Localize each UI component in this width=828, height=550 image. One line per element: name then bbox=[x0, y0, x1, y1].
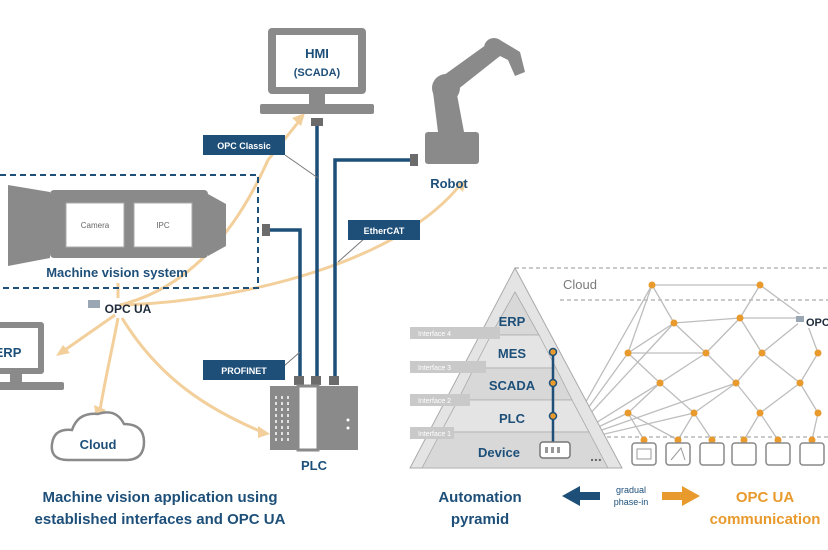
plc-device-icon: PLC bbox=[270, 384, 358, 473]
connection-opcua-erp bbox=[61, 313, 116, 354]
arrowheads bbox=[56, 113, 466, 438]
vision-dashed-box bbox=[0, 174, 259, 289]
device-box-camera bbox=[631, 442, 657, 466]
cloud-band: Cloud bbox=[515, 267, 828, 301]
connection-opcua-cloud bbox=[98, 317, 120, 411]
phase-in-arrows bbox=[562, 486, 700, 506]
hmi-screen bbox=[276, 35, 358, 87]
hmi-keyboard bbox=[260, 104, 374, 114]
tag-leaders bbox=[283, 154, 366, 367]
hmi-sublabel: (SCADA) bbox=[294, 67, 341, 79]
interface-4-label: Interface 4 bbox=[418, 331, 451, 338]
hmi-monitor: HMI (SCADA) bbox=[260, 28, 374, 114]
plc-device-label: PLC bbox=[301, 458, 328, 473]
plc-port-1 bbox=[294, 376, 304, 385]
robot-gripper bbox=[496, 40, 525, 76]
device-module-icon bbox=[539, 441, 571, 459]
left-caption-line1: Machine vision application using bbox=[42, 489, 277, 506]
pyramid-level-device: Device bbox=[478, 445, 520, 460]
erp-left-label: ERP bbox=[0, 345, 22, 360]
interface-2-label: Interface 2 bbox=[418, 398, 451, 405]
cloud-left-icon: Cloud bbox=[50, 411, 146, 462]
arrow-robot bbox=[455, 180, 466, 192]
arrow-right-orange bbox=[662, 486, 700, 506]
opcua-caption-line2: communication bbox=[710, 511, 821, 528]
phase-caption-line1: gradual bbox=[616, 485, 646, 495]
arrow-left-navy bbox=[562, 486, 600, 506]
svg-text:OPC: OPC bbox=[806, 317, 828, 329]
leader-profinet bbox=[283, 351, 301, 367]
device-box-3 bbox=[699, 442, 725, 466]
plc-port-3 bbox=[329, 376, 339, 385]
opcua-caption-line1: OPC UA bbox=[736, 489, 795, 506]
device-box-6 bbox=[799, 442, 825, 466]
pyramid-tier-device bbox=[421, 431, 609, 469]
arrow-plc bbox=[258, 426, 270, 438]
line-vision-plc bbox=[270, 228, 302, 382]
device-box-4 bbox=[731, 442, 757, 466]
tag-ethercat: EtherCAT bbox=[348, 220, 420, 240]
machine-vision-system: Camera IPC Machine vision system bbox=[0, 174, 259, 289]
vision-housing-cap bbox=[208, 194, 226, 256]
robot-arm-icon: Robot bbox=[425, 38, 525, 191]
automation-pyramid: Interface 4 Interface 3 Interface 2 Inte… bbox=[409, 266, 623, 469]
robot-base bbox=[425, 132, 479, 164]
ipc-label: IPC bbox=[156, 221, 170, 230]
connectors bbox=[262, 118, 418, 385]
interface-bars: Interface 4 Interface 3 Interface 2 Inte… bbox=[410, 327, 500, 439]
svg-text:EtherCAT: EtherCAT bbox=[364, 226, 405, 236]
robot-label: Robot bbox=[430, 176, 468, 191]
robot-upper-arm bbox=[440, 42, 500, 94]
opc-ua-nodes bbox=[624, 281, 822, 444]
interface-1-label: Interface 1 bbox=[418, 431, 451, 438]
device-box-glyphs bbox=[636, 446, 686, 461]
robot-port bbox=[410, 154, 418, 166]
camera-label: Camera bbox=[81, 221, 110, 230]
opc-ua-logo: OPC UA bbox=[88, 300, 152, 316]
erp-monitor: ERP bbox=[0, 322, 64, 390]
cloud-right-label: Cloud bbox=[563, 277, 597, 292]
svg-text:OPC UA: OPC UA bbox=[105, 302, 152, 316]
device-box-5 bbox=[765, 442, 791, 466]
leader-ethercat bbox=[337, 237, 366, 263]
cloud-left-label: Cloud bbox=[80, 437, 117, 452]
connection-opcua-plc bbox=[120, 317, 263, 434]
leader-opc-classic bbox=[284, 154, 319, 179]
pyramid-link-nodes bbox=[548, 347, 558, 421]
interface-3-label: Interface 3 bbox=[418, 365, 451, 372]
svg-text:PROFINET: PROFINET bbox=[221, 366, 267, 376]
line-robot-plc bbox=[333, 158, 412, 382]
vision-port bbox=[262, 224, 270, 236]
arrow-hmi bbox=[292, 113, 305, 126]
vision-label: Machine vision system bbox=[46, 265, 188, 280]
device-box-sensor bbox=[665, 442, 691, 466]
phase-caption-line2: phase-in bbox=[614, 497, 649, 507]
fieldbus-lines bbox=[270, 125, 412, 382]
pyramid-level-plc: PLC bbox=[499, 411, 526, 426]
tag-profinet: PROFINET bbox=[203, 360, 285, 380]
pyramid-caption-line1: Automation bbox=[438, 489, 521, 506]
left-caption-line2: established interfaces and OPC UA bbox=[35, 511, 286, 528]
device-boxes bbox=[631, 442, 825, 466]
hmi-neck bbox=[309, 94, 325, 104]
pyramid-level-scada: SCADA bbox=[489, 378, 536, 393]
camera-box bbox=[65, 202, 125, 248]
svg-text:OPC Classic: OPC Classic bbox=[217, 141, 271, 151]
arrow-erp bbox=[56, 345, 70, 356]
pyramid-level-mes: MES bbox=[498, 346, 527, 361]
pyramid-caption-line2: pyramid bbox=[451, 511, 509, 528]
pyramid-level-erp: ERP bbox=[499, 314, 526, 329]
plc-port-2 bbox=[311, 376, 321, 385]
ipc-box bbox=[133, 202, 193, 248]
tag-opc-classic: OPC Classic bbox=[203, 135, 285, 155]
camera-lens-icon bbox=[8, 185, 50, 266]
hmi-port bbox=[311, 118, 323, 126]
device-ellipsis: ... bbox=[590, 448, 602, 464]
opc-ua-logo-right: OPC bbox=[796, 314, 828, 329]
hmi-label: HMI bbox=[305, 46, 329, 61]
opc-ua-mesh bbox=[561, 284, 819, 445]
device-module-slots bbox=[545, 447, 560, 453]
